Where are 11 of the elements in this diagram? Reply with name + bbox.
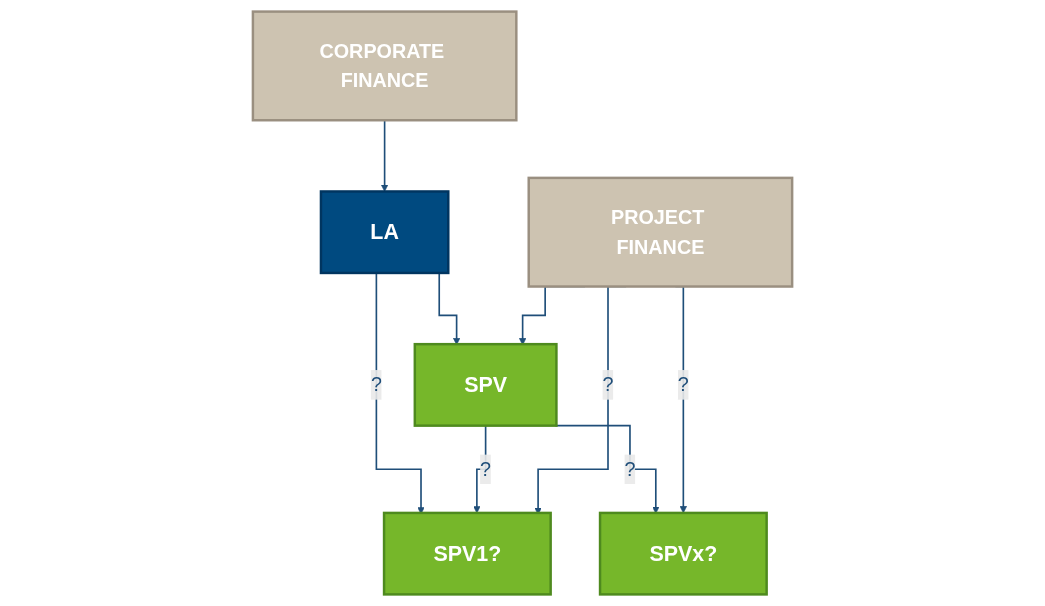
node-box: SPVx? xyxy=(598,511,768,596)
node-box: CORPORATE FINANCE xyxy=(251,10,518,122)
node-box: LA xyxy=(319,190,450,275)
node-box: SPV xyxy=(413,342,558,427)
edge-label: ? xyxy=(480,457,492,480)
node-box: SPV1? xyxy=(382,511,552,596)
edge-label: ? xyxy=(602,373,614,396)
edge-label: ? xyxy=(370,373,382,396)
node-box: PROJECT FINANCE xyxy=(527,176,794,288)
edge-label: ? xyxy=(677,373,689,396)
edge-label: ? xyxy=(624,457,636,480)
